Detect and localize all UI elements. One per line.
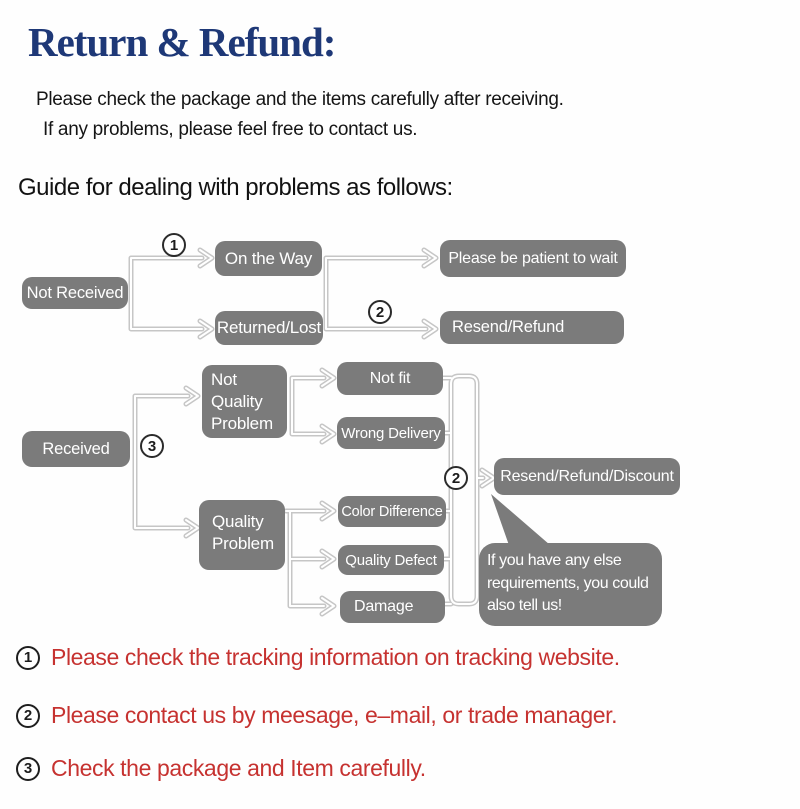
flow-node-quality-problem: Quality Problem [199, 500, 285, 570]
speech-bubble: If you have any else requirements, you c… [479, 543, 662, 626]
flow-node-color-difference: Color Difference [338, 496, 446, 527]
flow-node-not-quality-problem: Not Quality Problem [202, 365, 287, 438]
note-3: 3 Check the package and Item carefully. [16, 755, 426, 782]
intro-line-2: If any problems, please feel free to con… [43, 119, 418, 140]
bubble-line: also tell us! [487, 597, 562, 614]
node-line: Quality [212, 512, 264, 531]
flow-marker-circled-1: 1 [162, 233, 186, 257]
note-2-text: Please contact us by meesage, e–mail, or… [51, 702, 618, 728]
flow-node-resend-refund-discount: Resend/Refund/Discount [494, 458, 680, 495]
note-2-circled-number: 2 [16, 703, 40, 728]
node-line: Problem [211, 414, 273, 433]
flow-node-not-fit: Not fit [337, 362, 443, 395]
flow-node-quality-defect: Quality Defect [338, 545, 444, 575]
flow-marker-circled-2-top: 2 [368, 300, 392, 324]
node-line: Problem [212, 534, 274, 553]
node-line: Not [211, 370, 237, 389]
flow-node-on-the-way: On the Way [215, 241, 322, 276]
node-line: Quality [211, 392, 263, 411]
flow-node-resend-refund: Resend/Refund [440, 311, 624, 344]
flow-node-wrong-delivery: Wrong Delivery [337, 417, 445, 449]
page-title: Return & Refund: [28, 19, 336, 65]
guide-heading: Guide for dealing with problems as follo… [18, 174, 453, 201]
flow-node-damage: Damage [340, 591, 445, 623]
intro-line-1: Please check the package and the items c… [36, 89, 564, 110]
note-2: 2 Please contact us by meesage, e–mail, … [16, 702, 618, 729]
flow-node-returned-lost: Returned/Lost [215, 311, 323, 345]
note-1: 1 Please check the tracking information … [16, 644, 620, 671]
note-3-circled-number: 3 [16, 756, 40, 781]
note-1-circled-number: 1 [16, 645, 40, 670]
note-3-text: Check the package and Item carefully. [51, 755, 426, 781]
flow-marker-circled-2-mid: 2 [444, 466, 468, 490]
flow-node-received: Received [22, 431, 130, 467]
bubble-line: requirements, you could [487, 574, 649, 592]
flow-node-not-received: Not Received [22, 277, 128, 309]
flow-marker-circled-3: 3 [140, 434, 164, 458]
flow-node-be-patient: Please be patient to wait [440, 240, 626, 277]
bubble-line: If you have any else [487, 552, 622, 569]
note-1-text: Please check the tracking information on… [51, 644, 620, 670]
